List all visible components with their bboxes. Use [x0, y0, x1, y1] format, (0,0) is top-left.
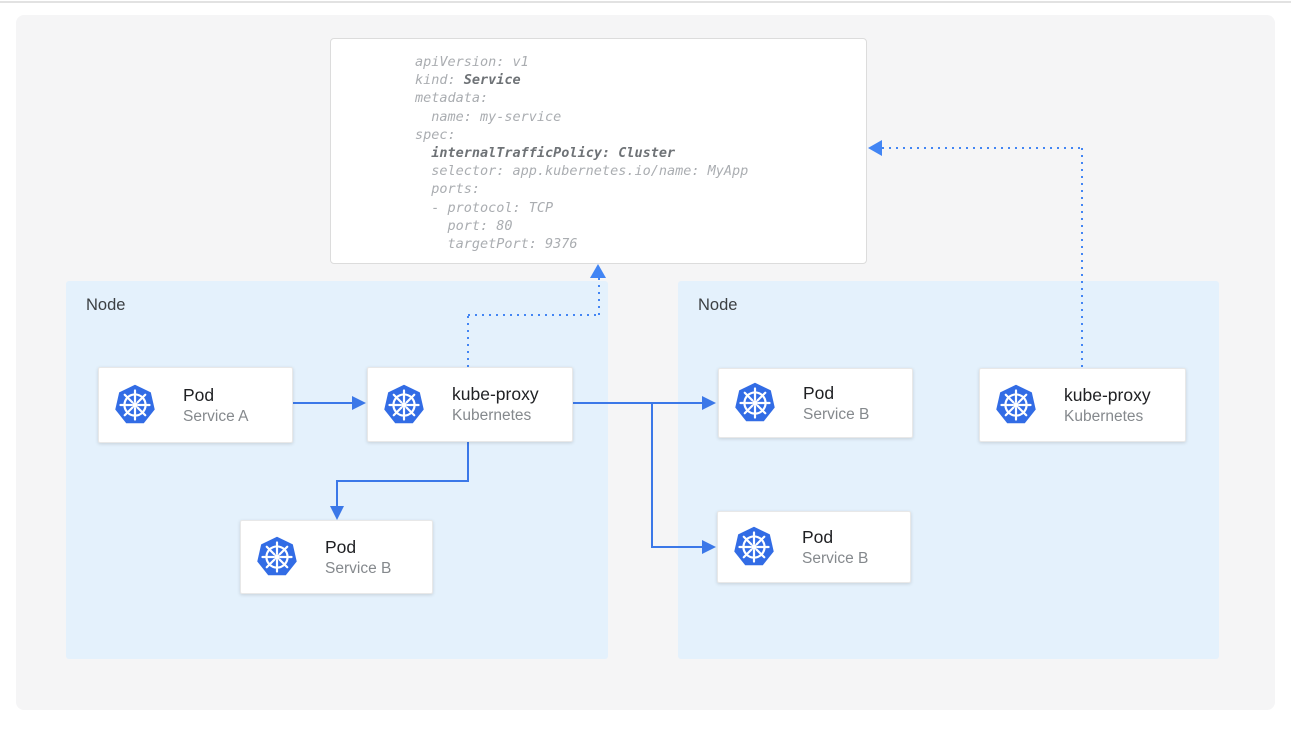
card-title: kube-proxy — [1064, 384, 1151, 405]
card-title: Pod — [183, 384, 215, 405]
arrowhead-up-icon — [590, 264, 606, 278]
pod-service-a-card: Pod Service A — [98, 367, 293, 443]
kubernetes-icon — [256, 535, 298, 577]
card-subtitle: Service B — [325, 559, 392, 577]
connector-kube-proxy-down — [467, 442, 469, 482]
node-container-right: Node — [678, 281, 1219, 659]
yaml-line: - protocol: TCP — [415, 199, 554, 216]
arrowhead-down-icon — [330, 506, 344, 520]
kubernetes-icon — [733, 525, 775, 567]
node-container-left: Node — [66, 281, 608, 659]
yaml-line: name: my-service — [415, 108, 562, 125]
card-subtitle: Service B — [803, 405, 870, 423]
dotted-connector-left-horizontal — [468, 314, 599, 316]
yaml-line: spec: — [415, 126, 456, 143]
arrowhead-right-icon — [702, 540, 716, 554]
node-label: Node — [698, 296, 738, 314]
card-title: Pod — [802, 526, 834, 547]
arrowhead-left-icon — [868, 140, 882, 156]
service-yaml-card: apiVersion: v1 kind: Service metadata: n… — [330, 38, 867, 264]
pod-service-b-right-top-card: Pod Service B — [718, 368, 913, 438]
card-title: Pod — [325, 536, 357, 557]
card-title: Pod — [803, 382, 835, 403]
connector-to-left-pod-b — [336, 480, 338, 507]
connector-kube-proxy-to-right-pod-bottom — [651, 546, 704, 548]
kube-proxy-right-card: kube-proxy Kubernetes — [979, 368, 1186, 442]
card-subtitle: Kubernetes — [452, 407, 532, 424]
yaml-line: ports: — [415, 181, 481, 198]
connector-kube-proxy-left — [336, 480, 469, 482]
dotted-connector-to-yaml-bottom — [598, 278, 600, 315]
card-subtitle: Service A — [183, 407, 249, 425]
yaml-line: apiVersion: v1 — [415, 54, 529, 70]
yaml-line: targetPort: 9376 — [415, 236, 578, 253]
yaml-line: metadata: — [415, 90, 489, 107]
card-title: kube-proxy — [452, 384, 539, 404]
connector-pod-a-to-kube-proxy — [293, 402, 353, 404]
yaml-line: port: 80 — [415, 217, 513, 234]
kubernetes-icon — [114, 383, 156, 425]
pod-service-b-left-card: Pod Service B — [240, 520, 433, 594]
pod-service-b-right-bottom-card: Pod Service B — [717, 511, 911, 583]
card-subtitle: Kubernetes — [1064, 407, 1144, 425]
dotted-connector-to-yaml-right — [882, 147, 1082, 149]
kubernetes-icon — [383, 383, 425, 424]
arrowhead-right-icon — [702, 396, 716, 410]
yaml-line: selector: app.kubernetes.io/name: MyApp — [415, 163, 749, 180]
card-subtitle: Service B — [802, 549, 869, 567]
kubernetes-icon — [734, 381, 776, 423]
dotted-connector-kube-proxy-right-up — [1081, 148, 1083, 368]
yaml-line: kind: Service — [415, 72, 521, 89]
node-label: Node — [86, 296, 126, 314]
yaml-line: internalTrafficPolicy: Cluster — [431, 145, 676, 162]
connector-kube-proxy-to-right-pod-top — [573, 402, 703, 404]
kube-proxy-left-card: kube-proxy Kubernetes — [367, 367, 573, 442]
connector-branch-vertical — [651, 402, 653, 548]
dotted-connector-kube-proxy-left-up — [467, 316, 469, 367]
top-divider — [0, 1, 1291, 3]
arrowhead-right-icon — [352, 396, 366, 410]
kubernetes-icon — [995, 383, 1037, 425]
